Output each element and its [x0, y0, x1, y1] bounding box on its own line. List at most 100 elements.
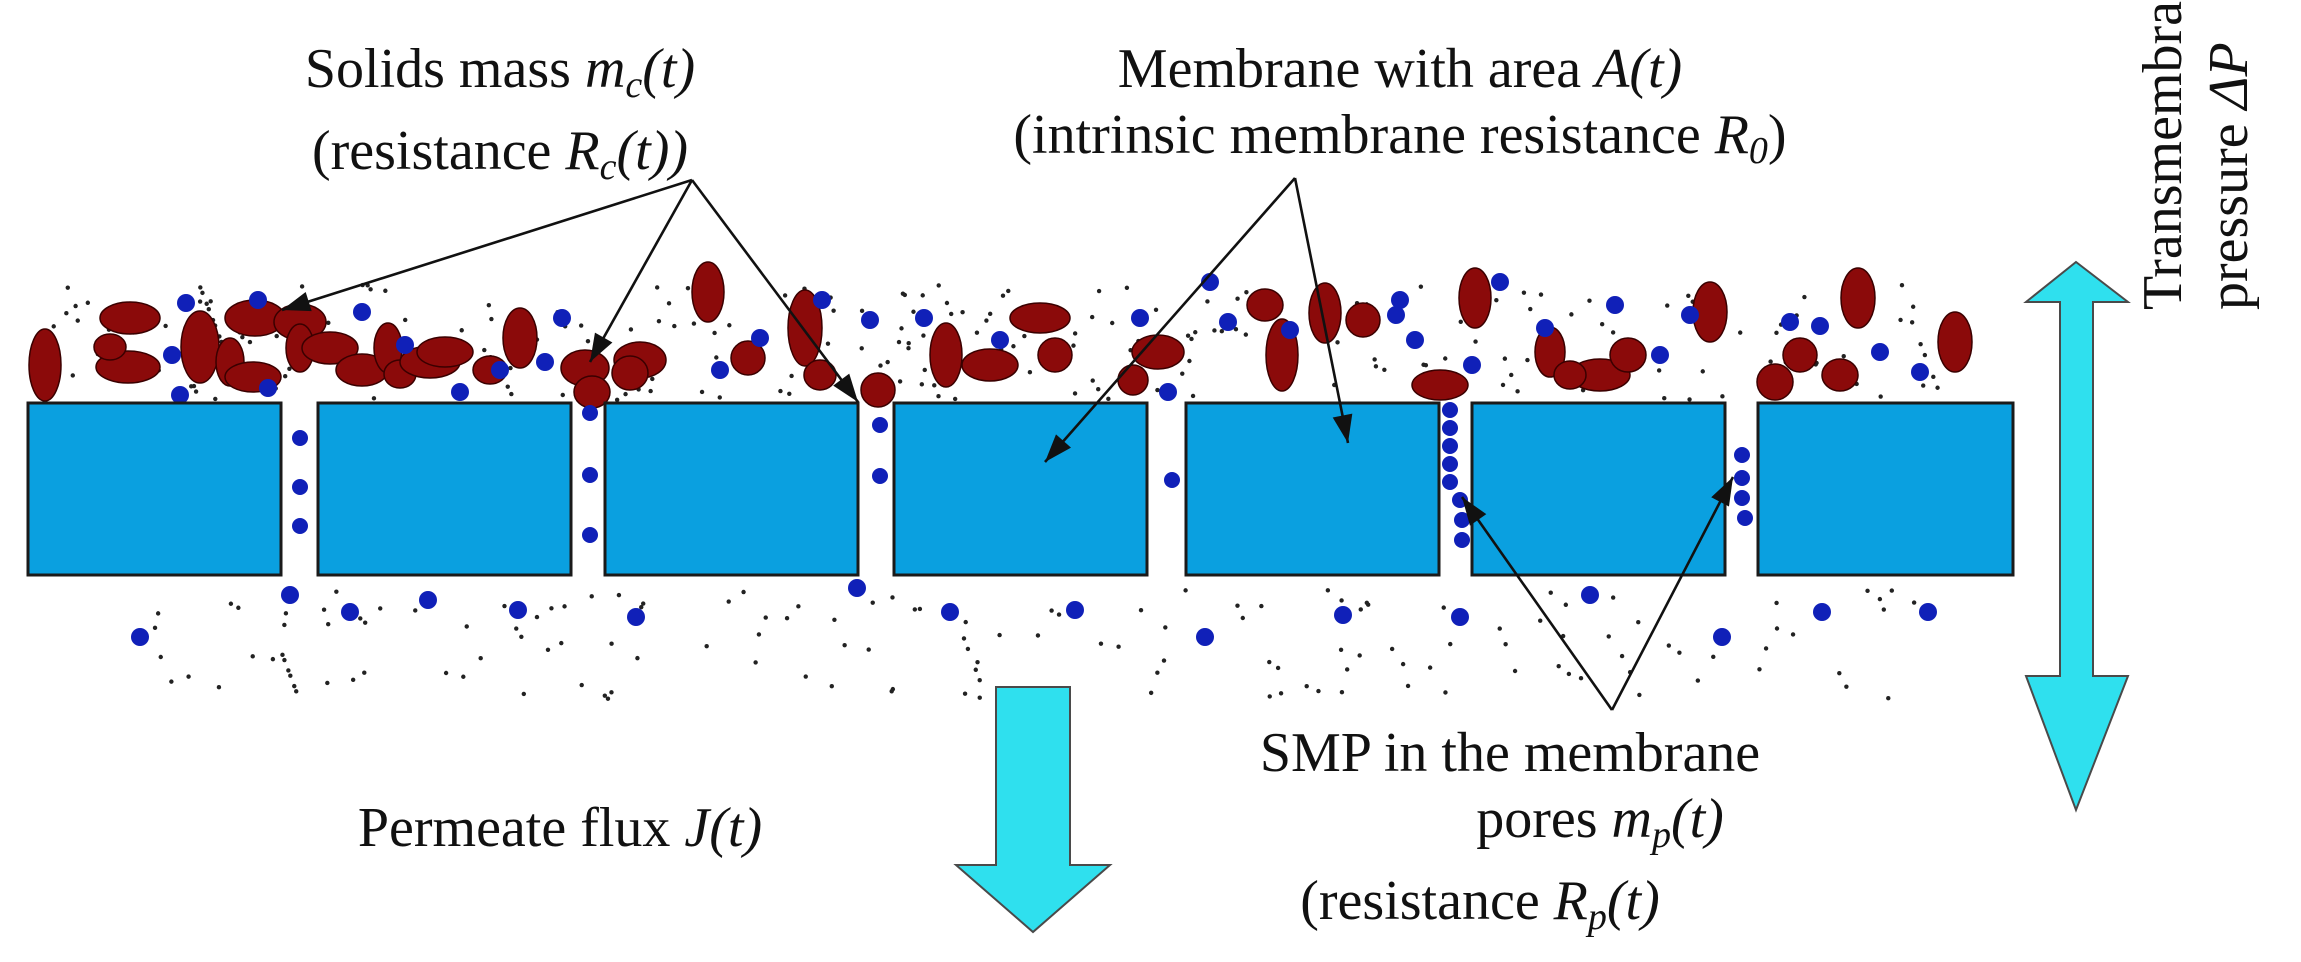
leader-arrowhead: [1332, 413, 1353, 443]
solid-particle: [787, 289, 823, 367]
small-dot: [1918, 341, 1923, 347]
smp-particle: [1131, 309, 1149, 327]
small-dot: [579, 682, 584, 688]
small-dot: [325, 680, 330, 686]
solid-particle: [1308, 282, 1342, 344]
small-dot: [726, 599, 731, 604]
small-dot: [464, 624, 469, 629]
small-dot: [890, 595, 895, 600]
small-dot: [803, 674, 808, 679]
pore-smp-particle: [582, 467, 598, 483]
small-dot: [756, 632, 762, 637]
small-dot: [65, 285, 70, 290]
small-dot: [932, 383, 937, 388]
small-dot: [885, 359, 890, 365]
small-dot: [984, 318, 989, 323]
small-dot: [1458, 319, 1463, 324]
small-dot: [1774, 626, 1780, 631]
small-dot: [1278, 691, 1284, 696]
smp-particle: [1159, 383, 1177, 401]
solid-particle: [28, 328, 62, 402]
small-dot: [292, 683, 297, 689]
small-dot: [282, 622, 287, 628]
small-dot: [489, 316, 494, 322]
transmembrane-line: Transmembrane: [2132, 0, 2194, 310]
smp-particle: [915, 309, 933, 327]
small-dot: [368, 287, 373, 292]
solid-particle: [611, 355, 649, 391]
small-dot: [1774, 330, 1779, 336]
small-dot: [1448, 641, 1453, 647]
smp-particle: [1491, 273, 1509, 291]
small-dot: [1695, 678, 1701, 683]
small-dot: [1521, 290, 1527, 295]
small-dot: [1515, 389, 1520, 394]
small-dot: [1922, 352, 1928, 358]
small-dot: [70, 373, 75, 378]
small-dot: [866, 647, 871, 652]
smp-particle: [1406, 331, 1424, 349]
small-dot: [672, 323, 677, 329]
small-dot: [859, 308, 865, 314]
small-dot: [1636, 619, 1641, 625]
small-dot: [1512, 668, 1518, 674]
small-dot: [280, 652, 285, 658]
small-dot: [1889, 588, 1895, 593]
small-dot: [789, 373, 794, 379]
smp-particle: [1391, 291, 1409, 309]
small-dot: [1665, 303, 1670, 308]
leader-arrowhead: [282, 292, 312, 312]
smp-particle: [1911, 363, 1929, 381]
smp-particle: [711, 361, 729, 379]
small-dot: [1899, 283, 1905, 288]
smp-particle: [171, 386, 189, 404]
small-dot: [859, 346, 864, 351]
small-dot: [287, 366, 292, 371]
small-dot: [1373, 364, 1379, 369]
small-dot: [1931, 374, 1936, 380]
small-dot: [922, 367, 927, 373]
small-dot: [920, 293, 925, 298]
small-dot: [1096, 288, 1102, 294]
small-dot: [206, 307, 211, 312]
smp-particle: [1813, 603, 1831, 621]
solid-particle: [180, 310, 220, 384]
small-dot: [1335, 340, 1340, 345]
small-dot: [1027, 370, 1033, 375]
small-dot: [1243, 332, 1249, 337]
small-dot: [1837, 670, 1842, 676]
small-dot: [413, 608, 418, 613]
small-dot: [921, 333, 926, 338]
smp-particle: [848, 579, 866, 597]
solid-particle: [1840, 267, 1876, 329]
small-dot: [944, 300, 950, 306]
smp-particle: [509, 601, 527, 619]
small-dot: [1886, 696, 1891, 701]
small-dot: [534, 614, 540, 620]
small-dot: [1267, 659, 1272, 665]
small-dot: [1357, 653, 1362, 658]
small-dot: [870, 600, 875, 605]
pore-smp-particle: [1442, 438, 1458, 454]
smp-line3: (resistance Rp(t): [1300, 870, 1660, 938]
small-dot: [936, 283, 941, 288]
small-dot: [73, 303, 78, 309]
small-dot: [1548, 590, 1553, 595]
small-dot: [666, 301, 672, 306]
small-dot: [1049, 608, 1054, 613]
small-dot: [216, 685, 222, 690]
small-dot: [825, 341, 831, 346]
small-dot: [299, 284, 305, 289]
small-dot: [200, 290, 205, 296]
small-dot: [1090, 378, 1095, 383]
small-dot: [1190, 393, 1196, 399]
small-dot: [906, 345, 911, 351]
smp-particle: [396, 336, 414, 354]
small-dot: [1509, 372, 1514, 378]
solid-particle: [691, 261, 725, 323]
small-dot: [240, 334, 245, 340]
small-dot: [1011, 344, 1016, 349]
pore-smp-particle: [1454, 532, 1470, 548]
small-dot: [1339, 598, 1344, 603]
small-dot: [685, 285, 691, 291]
